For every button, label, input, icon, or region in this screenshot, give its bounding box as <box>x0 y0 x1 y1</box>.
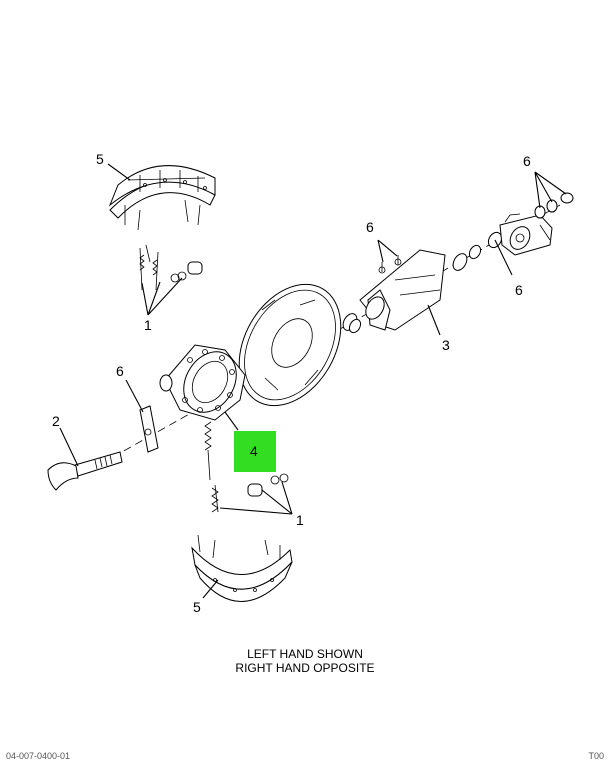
slack-adjuster[interactable] <box>499 213 553 256</box>
callout-4-highlight[interactable] <box>234 431 276 472</box>
callout-6-right-bottom: 6 <box>515 282 523 298</box>
camshaft-bracket[interactable] <box>359 249 446 331</box>
callout-1-bottom: 1 <box>296 512 304 528</box>
leader-6-right-top <box>534 171 567 209</box>
brake-shoe-top[interactable] <box>108 165 216 231</box>
leader-4 <box>224 411 239 431</box>
spring-kit-bottom[interactable] <box>204 421 289 513</box>
footer-drawing-number: 04-007-0400-01 <box>6 751 71 761</box>
leader-1-top <box>141 277 183 316</box>
leader-5-top <box>107 163 131 181</box>
callout-5-bottom: 5 <box>193 599 201 615</box>
brake-spider[interactable] <box>159 342 247 421</box>
caption-left-hand: LEFT HAND SHOWN <box>247 647 363 661</box>
callout-5-top: 5 <box>96 151 104 167</box>
footer-code: T00 <box>588 751 604 761</box>
leader-6-left <box>125 379 144 413</box>
callout-6-center: 6 <box>366 219 374 235</box>
leader-2 <box>59 427 79 467</box>
bracket-bolts[interactable] <box>381 255 399 272</box>
dust-shield[interactable] <box>219 266 362 424</box>
leader-1-bottom <box>219 481 293 515</box>
spring-kit-top[interactable] <box>139 244 203 291</box>
callout-1-top: 1 <box>144 317 152 333</box>
leader-3 <box>427 304 441 336</box>
caption-right-hand: RIGHT HAND OPPOSITE <box>235 661 375 675</box>
callout-2: 2 <box>52 413 60 429</box>
camshaft[interactable] <box>47 451 123 491</box>
leader-6-right-bottom <box>494 239 513 276</box>
washers-right[interactable] <box>534 192 574 219</box>
camshaft-seal[interactable] <box>139 405 159 453</box>
callout-3: 3 <box>442 337 450 353</box>
leader-5-bottom <box>202 579 219 599</box>
brake-shoe-bottom[interactable] <box>191 534 293 602</box>
callout-6-right-top: 6 <box>523 153 531 169</box>
callout-4: 4 <box>250 443 258 459</box>
callout-6-left: 6 <box>116 363 124 379</box>
leader-6-center <box>377 239 398 263</box>
assembly-axis-line <box>89 204 561 471</box>
